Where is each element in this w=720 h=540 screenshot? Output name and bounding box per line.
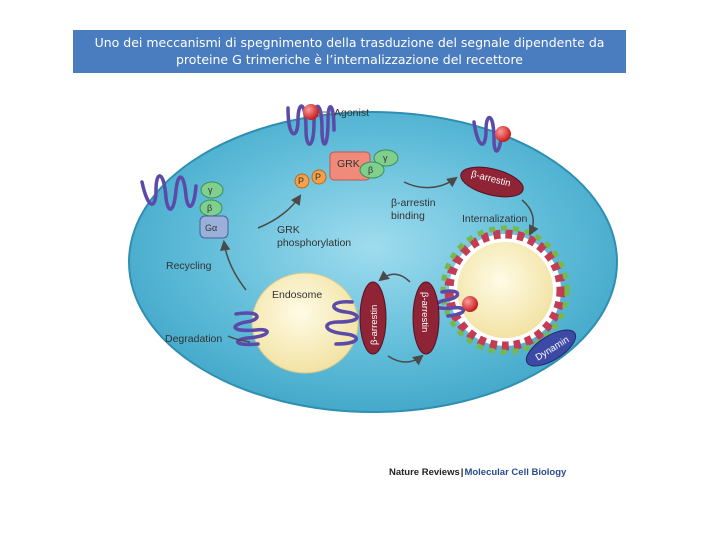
grk-box-label: GRK xyxy=(337,158,360,170)
figure-credit: Nature Reviews|Molecular Cell Biology xyxy=(389,467,566,478)
internalization-label: Internalization xyxy=(462,213,528,225)
g-alpha-subunit xyxy=(199,215,229,239)
credit-right: Molecular Cell Biology xyxy=(464,467,567,478)
arrow-grk-phosphorylation xyxy=(257,194,302,229)
beta-arrestin-left-label: β-arrestin xyxy=(369,305,380,345)
beta-arrestin-binding-label-1: β-arrestin xyxy=(391,197,436,209)
arrow-degradation xyxy=(227,335,251,343)
arrow-to-endosome-bottom xyxy=(387,354,424,366)
coated-vesicle-lumen xyxy=(457,242,553,338)
beta-label: β xyxy=(368,165,373,175)
endosome xyxy=(251,272,359,374)
beta-subunit xyxy=(359,161,385,179)
gamma-left-label: γ xyxy=(208,185,213,195)
coated-vesicle-outer xyxy=(440,225,570,355)
dynamin xyxy=(525,329,577,367)
beta-arrestin-left-oval xyxy=(359,281,387,355)
beta-arrestin-binding-label-2: binding xyxy=(391,210,425,222)
receptor-endosome-right xyxy=(325,300,359,346)
beta-arrestin-top xyxy=(460,166,524,198)
receptor-arrestin-top xyxy=(472,116,504,153)
phospho-1 xyxy=(294,173,310,189)
title-line-1: Uno dei meccanismi di spegnimento della … xyxy=(94,35,605,50)
gamma-label: γ xyxy=(383,153,388,163)
beta-arrestin-right-label: β-arrestin xyxy=(419,292,430,332)
receptor-with-agonist xyxy=(286,104,336,146)
phospho-1-label: P xyxy=(298,176,304,186)
arrow-internalization xyxy=(521,199,539,236)
phospho-2 xyxy=(311,169,327,185)
arrow-arrestin-binding xyxy=(403,176,458,189)
g-alpha-label: Gα xyxy=(205,223,217,233)
receptor-g-protein xyxy=(140,174,198,211)
arrow-recycling xyxy=(219,239,247,291)
beta-arrestin-right-oval xyxy=(412,281,440,355)
grk-phosphorylation-label-2: phosphorylation xyxy=(277,237,351,249)
credit-separator: | xyxy=(460,467,464,478)
title-line-2: proteine G trimeriche è l’internalizzazi… xyxy=(176,52,523,67)
gamma-subunit-left xyxy=(200,181,224,199)
endosome-label: Endosome xyxy=(272,289,322,301)
grk-phosphorylation-label-1: GRK xyxy=(277,224,300,236)
recycling-label: Recycling xyxy=(166,260,212,272)
arrow-to-endosome-top xyxy=(378,270,411,283)
agonist-ligand-vesicle xyxy=(462,296,478,312)
beta-left-label: β xyxy=(207,203,212,213)
title-banner: Uno dei meccanismi di spegnimento della … xyxy=(73,30,626,73)
agonist-ligand-top-right xyxy=(495,126,511,142)
gamma-subunit xyxy=(373,149,399,167)
agonist-label: Agonist xyxy=(334,107,369,119)
credit-left: Nature Reviews xyxy=(389,467,460,478)
agonist-ligand xyxy=(303,104,319,120)
degradation-label: Degradation xyxy=(165,333,222,345)
phospho-2-label: P xyxy=(315,172,321,182)
